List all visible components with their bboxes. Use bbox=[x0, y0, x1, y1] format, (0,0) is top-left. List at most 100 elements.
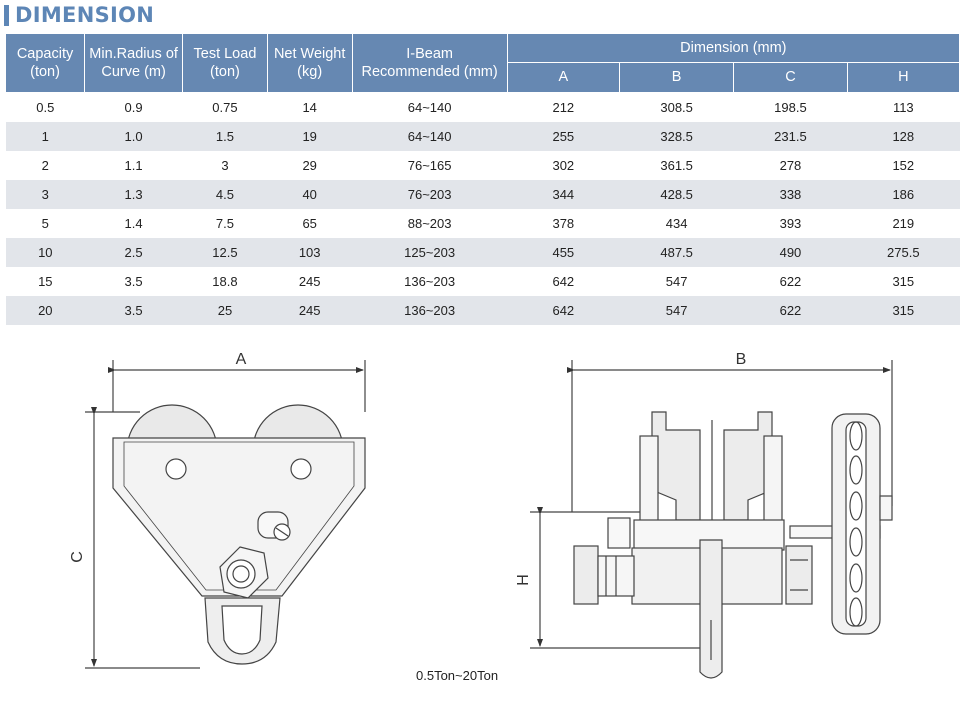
cell-test-load: 1.5 bbox=[182, 122, 268, 151]
cell-dim-a: 455 bbox=[507, 238, 620, 267]
cell-dim-h: 128 bbox=[847, 122, 960, 151]
cell-dim-h: 219 bbox=[892, 216, 915, 231]
cell-dim-b: 428.5 bbox=[619, 180, 734, 209]
dimension-label-h: H bbox=[515, 574, 532, 586]
section-title: DIMENSION bbox=[4, 2, 154, 28]
cell-net-weight: 103 bbox=[267, 238, 353, 267]
cell-net-weight: 40 bbox=[267, 180, 353, 209]
cell-capacity: 20 bbox=[6, 296, 85, 325]
cell-ibeam: 136~203 bbox=[352, 296, 508, 325]
cell-dim-a: 255 bbox=[507, 122, 620, 151]
header-capacity-line1: Capacity bbox=[16, 45, 74, 62]
cell-dim-b: 308.5 bbox=[660, 100, 693, 115]
cell-dim-c: 278 bbox=[779, 158, 802, 173]
cell-dim-h: 186 bbox=[847, 180, 960, 209]
dimension-label-a: A bbox=[236, 351, 247, 368]
cell-dim-b: 547 bbox=[619, 296, 734, 325]
cell-dim-b: 328.5 bbox=[619, 122, 734, 151]
cell-ibeam: 125~203 bbox=[352, 238, 508, 267]
header-test-load-line1: Test Load bbox=[193, 45, 257, 62]
cell-capacity: 0.5 bbox=[36, 100, 55, 115]
cell-dim-h: 315 bbox=[847, 296, 960, 325]
dimension-label-b: B bbox=[736, 351, 747, 368]
cell-test-load: 25 bbox=[182, 296, 268, 325]
header-dim-b: B bbox=[619, 62, 735, 93]
cell-dim-a: 302 bbox=[552, 158, 575, 173]
cell-net-weight: 14 bbox=[302, 100, 317, 115]
cell-dim-b: 361.5 bbox=[660, 158, 693, 173]
table-row: 10 2.5 12.5 103 125~203 455 487.5 490 27… bbox=[6, 238, 960, 267]
side-view-drawing bbox=[530, 360, 893, 679]
cell-radius: 2.5 bbox=[84, 238, 183, 267]
cell-dim-a: 378 bbox=[552, 216, 575, 231]
cell-ibeam: 64~140 bbox=[352, 122, 508, 151]
header-net-weight-line1: Net Weight bbox=[273, 45, 346, 62]
cell-net-weight: 29 bbox=[302, 158, 317, 173]
cell-radius: 3.5 bbox=[124, 274, 143, 289]
header-dim-a: A bbox=[507, 62, 620, 93]
table-row: 2 1.1 3 29 76~165 302 361.5 278 152 bbox=[6, 151, 960, 180]
title-text: DIMENSION bbox=[15, 3, 155, 27]
cell-dim-b: 547 bbox=[665, 274, 688, 289]
cell-net-weight: 19 bbox=[267, 122, 353, 151]
table-row: 15 3.5 18.8 245 136~203 642 547 622 315 bbox=[6, 267, 960, 296]
cell-net-weight: 245 bbox=[267, 296, 353, 325]
cell-radius: 1.1 bbox=[124, 158, 143, 173]
cell-dim-c: 622 bbox=[779, 274, 802, 289]
capacity-range-caption: 0.5Ton~20Ton bbox=[416, 668, 499, 683]
cell-capacity: 1 bbox=[6, 122, 85, 151]
table-row: 0.5 0.9 0.75 14 64~140 212 308.5 198.5 1… bbox=[6, 93, 960, 123]
cell-ibeam: 64~140 bbox=[407, 100, 452, 115]
cell-radius: 1.3 bbox=[84, 180, 183, 209]
header-ibeam-line1: I-Beam bbox=[406, 45, 453, 62]
cell-dim-a: 642 bbox=[552, 274, 575, 289]
cell-test-load: 12.5 bbox=[182, 238, 268, 267]
cell-test-load: 7.5 bbox=[215, 216, 234, 231]
table-row: 1 1.0 1.5 19 64~140 255 328.5 231.5 128 bbox=[6, 122, 960, 151]
cell-dim-b: 434 bbox=[665, 216, 688, 231]
cell-dim-c: 338 bbox=[733, 180, 848, 209]
dimension-label-c: C bbox=[69, 551, 86, 563]
cell-dim-a: 344 bbox=[507, 180, 620, 209]
header-capacity-line2: (ton) bbox=[30, 64, 60, 80]
cell-dim-c: 622 bbox=[733, 296, 848, 325]
cell-ibeam: 88~203 bbox=[407, 216, 452, 231]
cell-ibeam: 136~203 bbox=[404, 274, 456, 289]
cell-test-load: 3 bbox=[221, 158, 229, 173]
front-view-drawing bbox=[85, 360, 366, 669]
header-ibeam-line2: Recommended (mm) bbox=[361, 64, 498, 80]
dimension-line-h bbox=[530, 507, 700, 649]
cell-dim-b: 487.5 bbox=[619, 238, 734, 267]
cell-capacity: 15 bbox=[38, 274, 53, 289]
cell-radius: 1.4 bbox=[124, 216, 143, 231]
header-dim-c: C bbox=[733, 62, 848, 93]
cell-dim-h: 315 bbox=[892, 274, 915, 289]
dimension-table: Capacity (ton) Min.Radius of Curve (m) T… bbox=[6, 34, 960, 325]
cell-test-load: 0.75 bbox=[212, 100, 238, 115]
cell-dim-c: 198.5 bbox=[774, 100, 807, 115]
cell-dim-c: 490 bbox=[733, 238, 848, 267]
table-row: 20 3.5 25 245 136~203 642 547 622 315 bbox=[6, 296, 960, 325]
header-dim-h: H bbox=[847, 62, 960, 93]
cell-dim-h: 113 bbox=[892, 100, 914, 115]
cell-dim-a: 212 bbox=[552, 100, 575, 115]
cell-radius: 1.0 bbox=[84, 122, 183, 151]
header-ibeam: I-Beam Recommended (mm) bbox=[352, 34, 508, 93]
cell-ibeam: 76~165 bbox=[407, 158, 452, 173]
cell-radius: 3.5 bbox=[84, 296, 183, 325]
cell-net-weight: 65 bbox=[302, 216, 317, 231]
header-radius-line2: Curve (m) bbox=[101, 64, 166, 80]
header-radius: Min.Radius of Curve (m) bbox=[84, 34, 184, 93]
cell-radius: 0.9 bbox=[124, 100, 143, 115]
cell-dim-h: 152 bbox=[892, 158, 915, 173]
header-test-load-line2: (ton) bbox=[210, 64, 240, 80]
header-radius-line1: Min.Radius of bbox=[89, 45, 178, 62]
dimension-line-b bbox=[567, 360, 893, 512]
technical-drawings: A B C H bbox=[69, 351, 893, 679]
dimension-line-a bbox=[108, 360, 366, 412]
cell-capacity: 2 bbox=[41, 158, 49, 173]
header-net-weight: Net Weight (kg) bbox=[267, 34, 353, 93]
cell-capacity: 3 bbox=[6, 180, 85, 209]
cell-dim-c: 393 bbox=[779, 216, 802, 231]
cell-net-weight: 245 bbox=[298, 274, 321, 289]
